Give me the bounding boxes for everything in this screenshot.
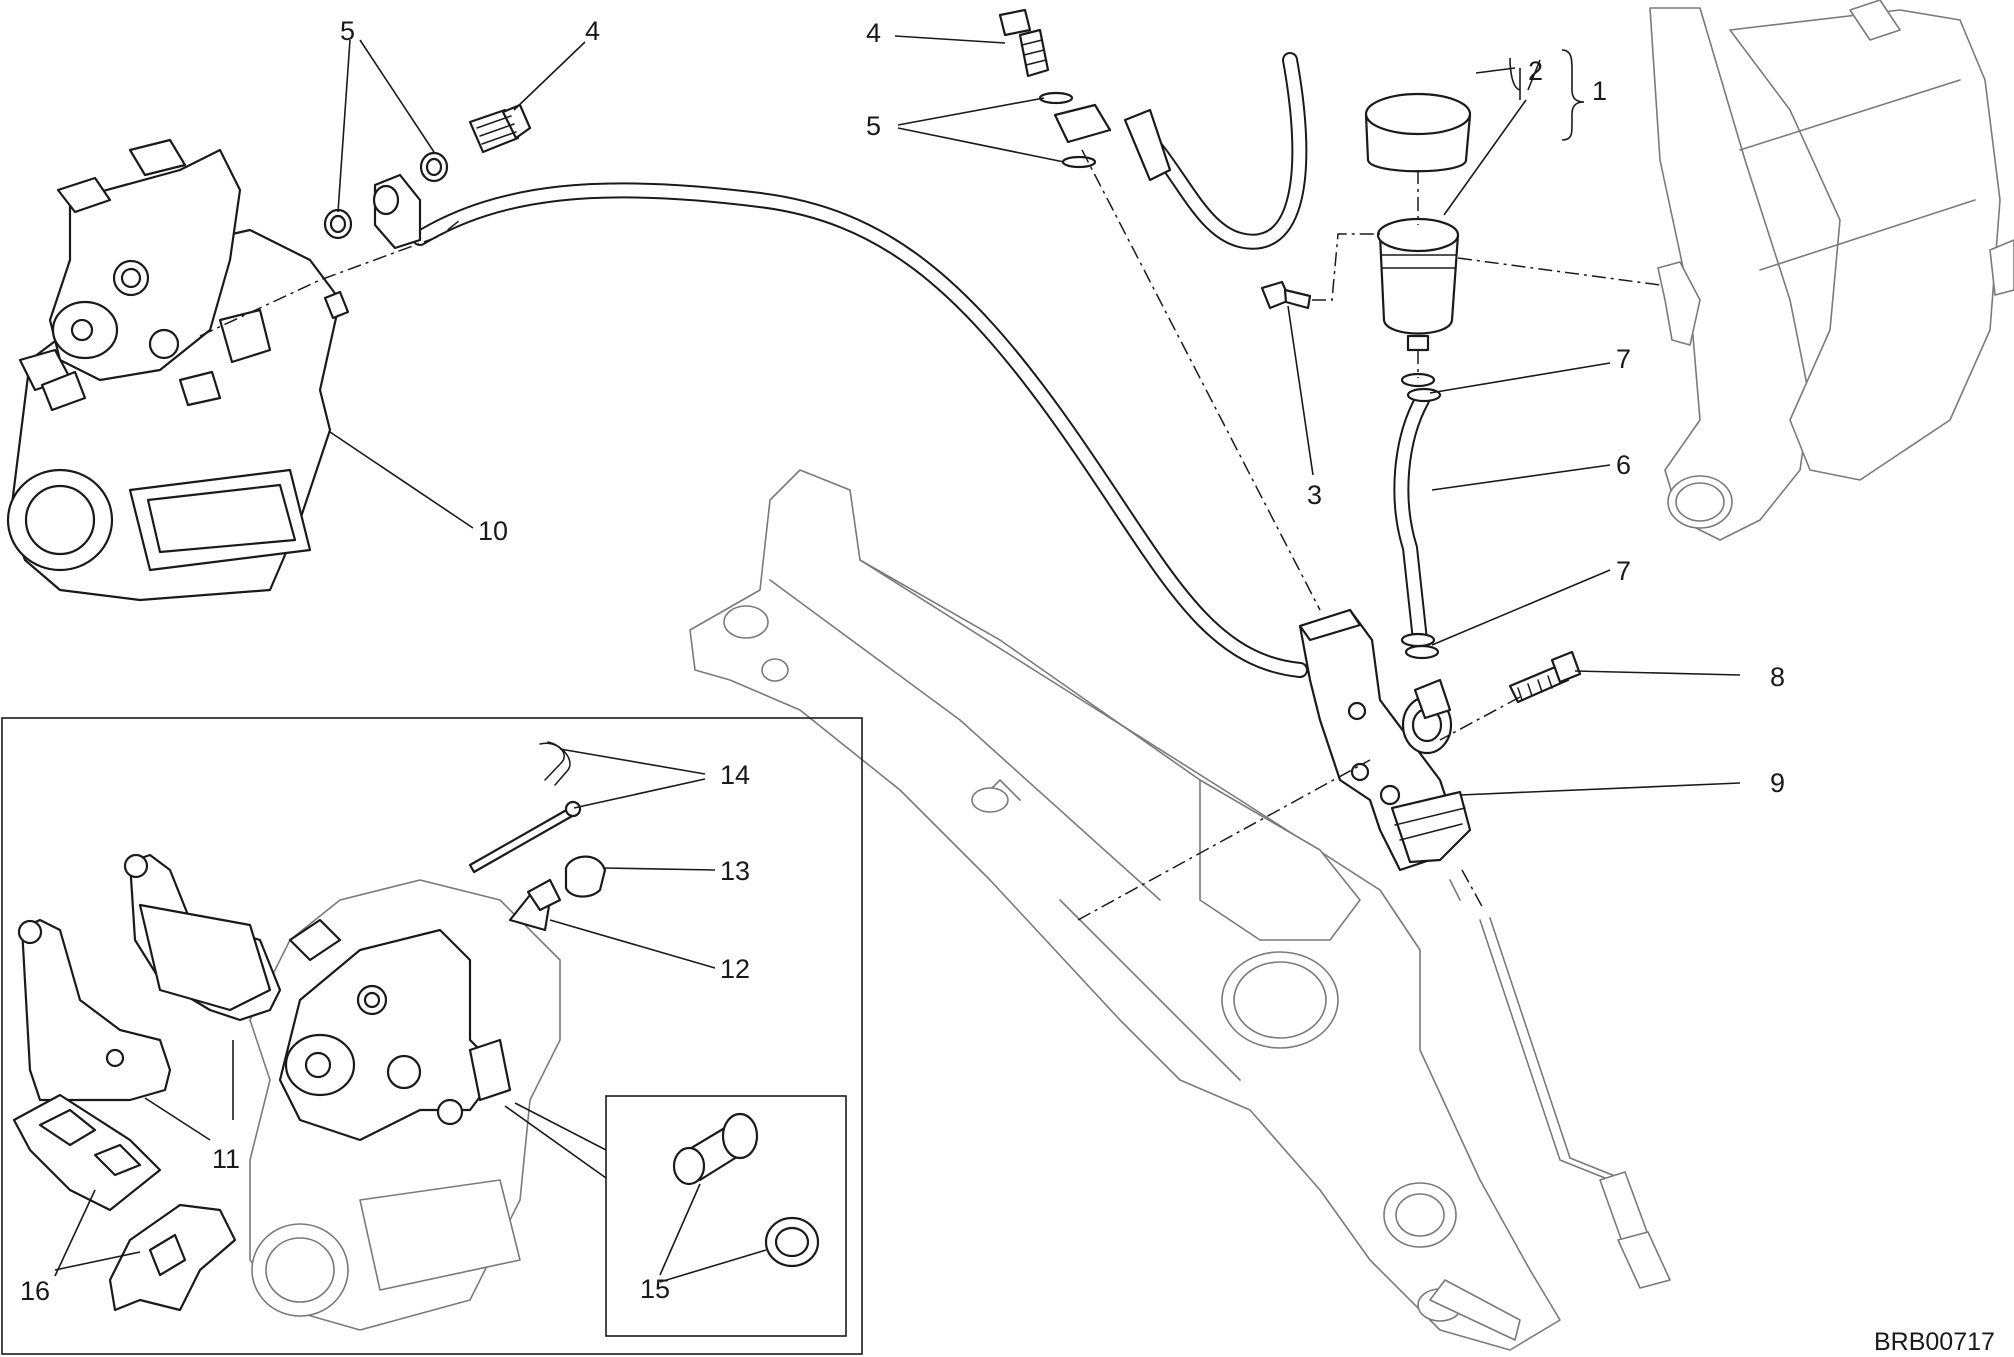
drawing-code: BRB00717 [1874, 1328, 1995, 1356]
group-bracket [1561, 49, 1585, 141]
master-cylinder [1298, 608, 1472, 872]
pad-springs [12, 1093, 237, 1312]
screw-3 [1260, 280, 1312, 310]
callout-1: 1 [1592, 76, 1607, 106]
callout-2: 2 [1528, 56, 1543, 86]
callout-5-left: 5 [340, 16, 355, 46]
callout-16: 16 [20, 1276, 50, 1306]
reservoir-hose [1393, 372, 1442, 660]
swingarm-ghost [689, 469, 1561, 1351]
callout-4-left: 4 [585, 16, 600, 46]
frame-ghost [1649, 0, 2014, 541]
leader-lines [54, 35, 1741, 1283]
rear-brake-caliper [6, 138, 350, 602]
inset-frame [1, 717, 863, 1355]
brake-pads [17, 853, 282, 1102]
callout-14: 14 [720, 760, 750, 790]
callout-5-top: 5 [866, 111, 881, 141]
callout-6: 6 [1616, 450, 1631, 480]
callout-7-top: 7 [1616, 344, 1631, 374]
assembly-lines [199, 149, 1661, 921]
bleed-screw [508, 855, 607, 932]
callout-10: 10 [478, 516, 508, 546]
brake-hose [412, 52, 1308, 678]
push-rod [1449, 879, 1461, 901]
sensor-cable-ghost [1479, 917, 1671, 1289]
callout-15: 15 [640, 1274, 670, 1304]
callout-8: 8 [1770, 662, 1785, 692]
inset-caliper [249, 879, 561, 1331]
banjo-bolt-left [323, 103, 532, 250]
callout-12: 12 [720, 954, 750, 984]
callouts: 5 4 10 4 5 2 1 3 7 6 7 8 9 14 13 12 11 1… [20, 16, 1785, 1306]
callout-7-bottom: 7 [1616, 556, 1631, 586]
fluid-reservoir [1364, 92, 1472, 352]
bushing [672, 1112, 820, 1268]
banjo-bolt-top [998, 8, 1172, 182]
mount-bracket-ghost [1657, 261, 1701, 346]
inset-detail-frame [605, 1095, 847, 1337]
callout-4-top: 4 [866, 18, 881, 48]
pad-pin-and-clip [468, 741, 582, 874]
callout-3: 3 [1307, 480, 1322, 510]
callout-13: 13 [720, 856, 750, 886]
callout-11: 11 [212, 1144, 240, 1174]
bolt-8 [1508, 650, 1582, 704]
callout-9: 9 [1770, 768, 1785, 798]
